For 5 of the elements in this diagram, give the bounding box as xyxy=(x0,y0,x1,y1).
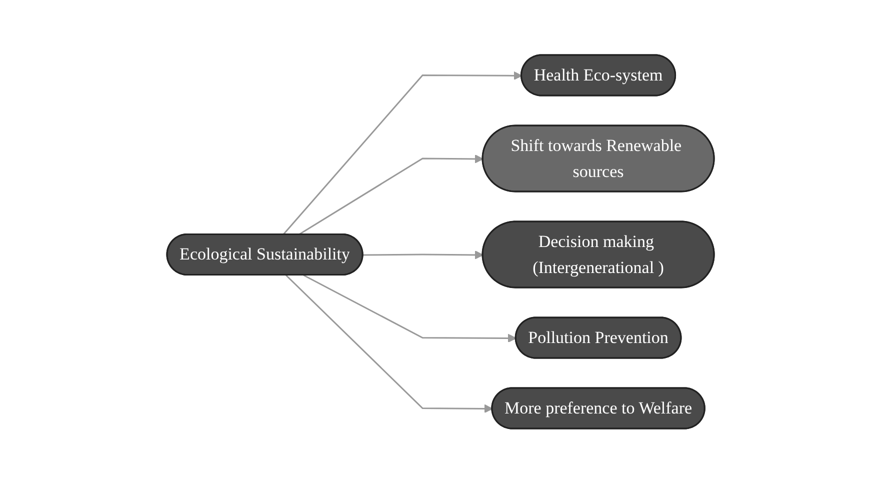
arrow xyxy=(286,274,493,413)
arrow xyxy=(303,274,516,342)
arrow xyxy=(282,71,522,235)
arrow xyxy=(298,154,484,236)
arrow xyxy=(363,250,484,260)
